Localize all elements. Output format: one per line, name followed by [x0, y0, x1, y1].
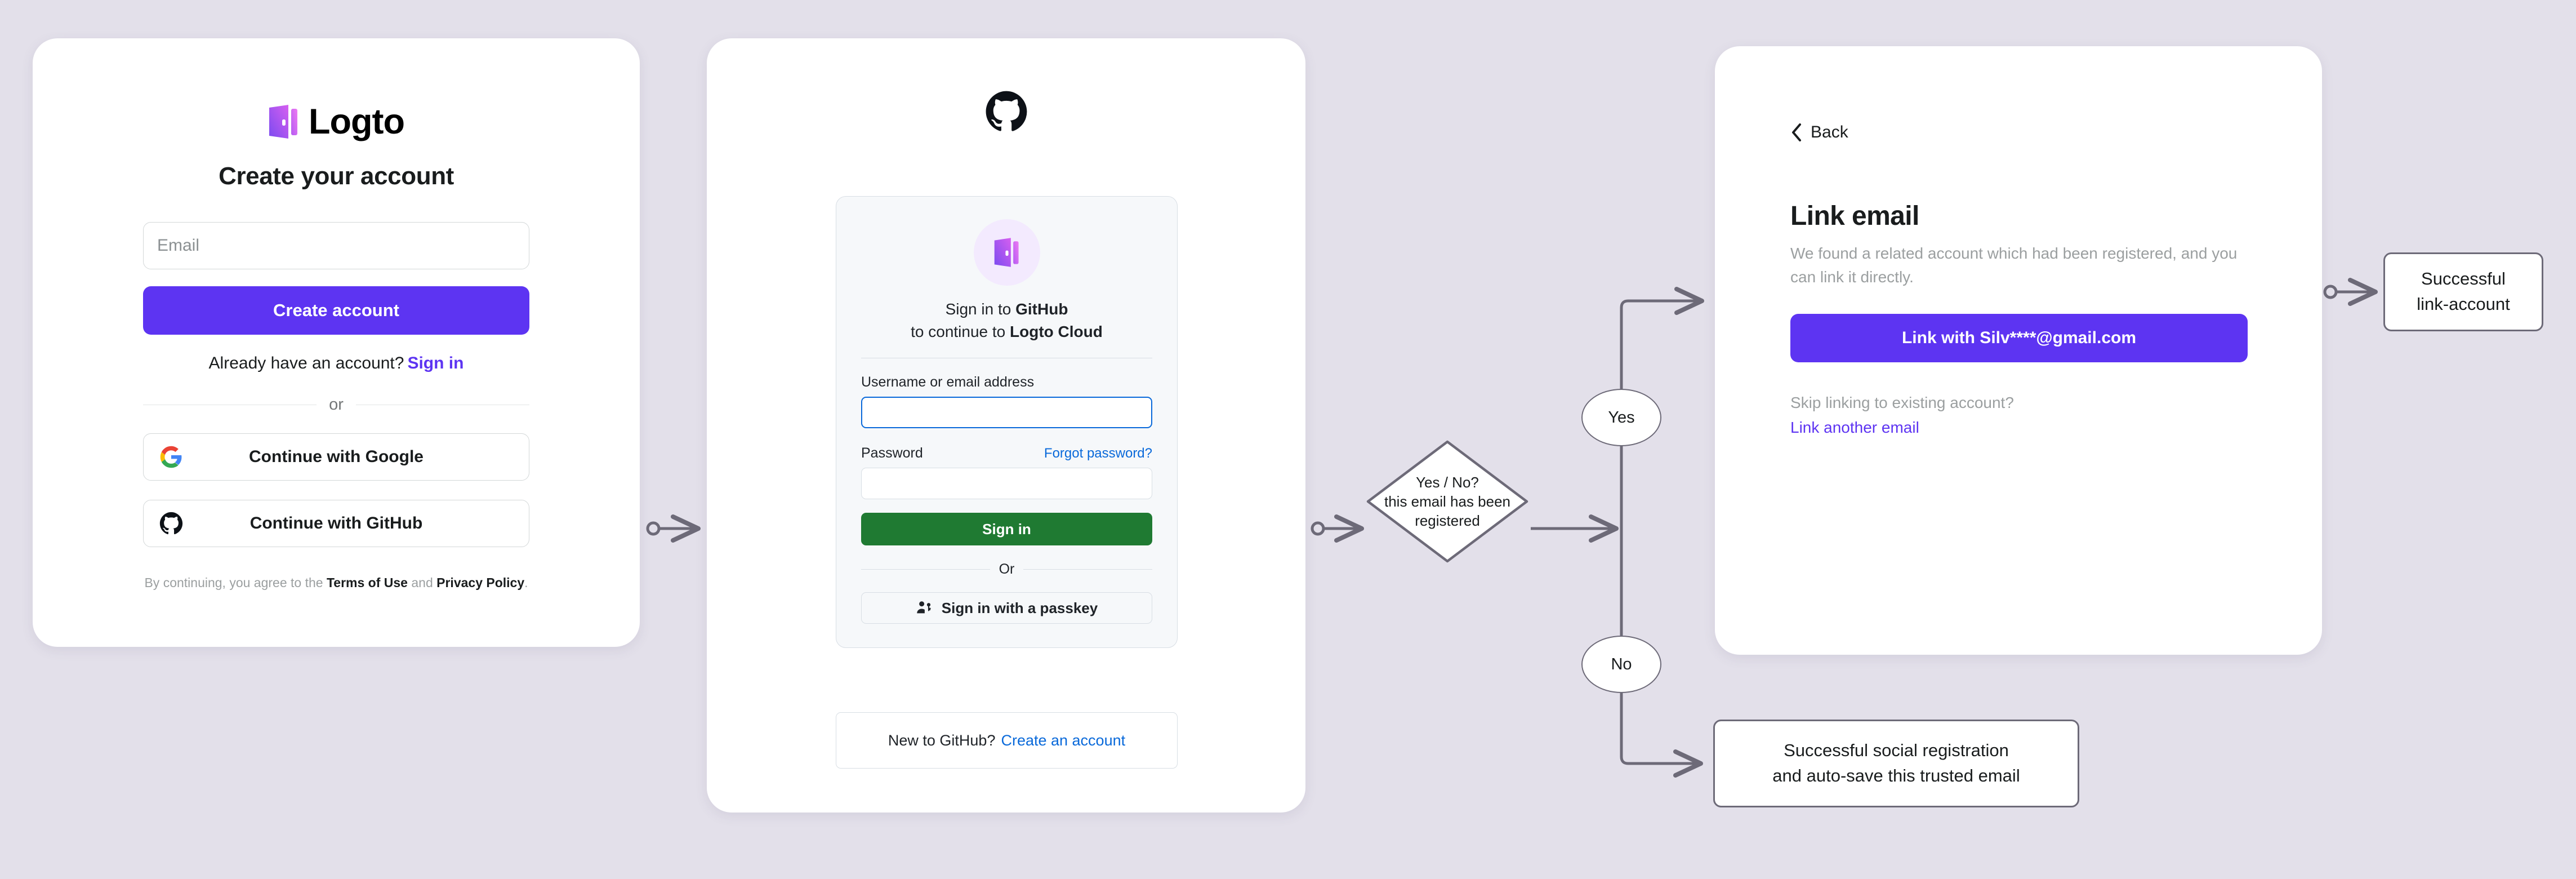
- github-divider-rule-right: [1023, 569, 1152, 570]
- logto-door-icon: [994, 238, 1019, 267]
- terms-and: and: [407, 575, 437, 590]
- already-have-account-row: Already have an account?Sign in: [143, 354, 529, 373]
- link-email-title: Link email: [1790, 201, 1919, 231]
- terms-disclaimer: By continuing, you agree to the Terms of…: [143, 573, 529, 593]
- branch-no-label: No: [1611, 655, 1632, 673]
- continue-with-github-button[interactable]: Continue with GitHub: [143, 500, 529, 547]
- logto-signup-card: Logto Create your account Email Create a…: [33, 38, 640, 647]
- or-divider: or: [143, 396, 530, 414]
- privacy-policy-link[interactable]: Privacy Policy: [436, 575, 525, 590]
- logto-door-icon: [269, 105, 298, 139]
- logto-logo: Logto: [143, 95, 529, 149]
- link-email-description: We found a related account which had bee…: [1790, 245, 2238, 286]
- terminal-link-account: Successful link-account: [2383, 252, 2543, 331]
- divider-rule-left: [143, 404, 317, 406]
- continue-with-google-button[interactable]: Continue with Google: [143, 433, 529, 481]
- already-have-account-text: Already have an account?: [208, 354, 404, 372]
- github-divider-rule-left: [861, 569, 990, 570]
- heading-line-1: Sign in to GitHub: [861, 298, 1152, 321]
- heading-app: Logto Cloud: [1010, 322, 1103, 340]
- google-icon: [160, 446, 182, 468]
- continue-with-google-label: Continue with Google: [249, 447, 424, 466]
- passkey-sign-in-button[interactable]: Sign in with a passkey: [861, 592, 1152, 624]
- connector-github-to-decision: [1311, 514, 1364, 543]
- decision-line-3: registered: [1415, 512, 1480, 530]
- connector-no-to-social-registration: [1620, 693, 1703, 778]
- skip-linking-label: Skip linking to existing account?: [1790, 394, 2014, 411]
- heading-line-2: to continue to Logto Cloud: [861, 321, 1152, 343]
- github-sign-in-button[interactable]: Sign in: [861, 513, 1152, 545]
- github-signin-heading: Sign in to GitHub to continue to Logto C…: [861, 298, 1152, 343]
- username-label: Username or email address: [861, 374, 1035, 390]
- decision-label: Yes / No? this email has been registered: [1366, 440, 1529, 563]
- terminal-social-line-2: and auto-save this trusted email: [1772, 766, 2020, 785]
- heading-provider: GitHub: [1015, 300, 1068, 318]
- connector-yes-to-link-email: [1620, 287, 1704, 389]
- github-signin-card: Sign in to GitHub to continue to Logto C…: [707, 38, 1305, 813]
- logto-wordmark: Logto: [309, 101, 405, 141]
- terminal-link-line-1: Successful: [2421, 269, 2506, 289]
- forgot-password-link[interactable]: Forgot password?: [1044, 446, 1152, 461]
- branch-yes-label: Yes: [1608, 408, 1635, 427]
- terminal-link-line-2: link-account: [2417, 294, 2510, 314]
- terms-of-use-link[interactable]: Terms of Use: [326, 575, 408, 590]
- heading-line-1-prefix: Sign in to: [945, 300, 1016, 318]
- continue-with-github-label: Continue with GitHub: [249, 514, 423, 532]
- panel-divider: [861, 357, 1152, 358]
- person-key-icon: [917, 601, 931, 614]
- link-with-email-button[interactable]: Link with Silv****@gmail.com: [1790, 314, 2248, 362]
- connector-link-email-to-success: [2323, 278, 2378, 307]
- terms-prefix: By continuing, you agree to the: [144, 575, 327, 590]
- divider-rule-right: [355, 404, 530, 406]
- back-label: Back: [1811, 123, 1848, 141]
- new-to-github-text: New to GitHub?: [888, 731, 996, 749]
- decision-line-1: Yes / No?: [1416, 473, 1479, 491]
- github-mark-icon: [986, 91, 1027, 131]
- app-avatar: [973, 219, 1040, 286]
- password-label: Password: [861, 445, 923, 461]
- signup-title: Create your account: [219, 162, 454, 190]
- create-account-button[interactable]: Create account: [143, 286, 529, 335]
- terminal-social-line-1: Successful social registration: [1784, 740, 2009, 761]
- heading-line-2-prefix: to continue to: [911, 322, 1010, 340]
- decision-diamond: Yes / No? this email has been registered: [1366, 440, 1529, 563]
- chevron-left-icon: [1792, 123, 1801, 141]
- link-email-card: Back Link email We found a related accou…: [1715, 46, 2322, 655]
- terminal-social-registration: Successful social registration and auto-…: [1713, 720, 2079, 807]
- github-icon: [159, 512, 183, 535]
- branch-yes-node: Yes: [1581, 389, 1661, 446]
- email-placeholder: Email: [157, 236, 200, 255]
- link-another-email-link[interactable]: Link another email: [1790, 419, 1919, 436]
- password-row: Password Forgot password?: [861, 445, 1152, 461]
- decision-line-2: this email has been: [1384, 492, 1511, 510]
- passkey-label: Sign in with a passkey: [941, 599, 1098, 616]
- branch-no-node: No: [1581, 636, 1661, 693]
- email-input[interactable]: Email: [143, 222, 529, 269]
- terms-suffix: .: [524, 575, 528, 590]
- back-button[interactable]: Back: [1790, 123, 1848, 142]
- create-an-account-link[interactable]: Create an account: [1001, 731, 1126, 749]
- username-input[interactable]: [861, 397, 1152, 428]
- github-or-label: Or: [999, 561, 1015, 577]
- github-signin-panel: Sign in to GitHub to continue to Logto C…: [836, 196, 1178, 648]
- password-input[interactable]: [861, 468, 1152, 499]
- github-signup-footer: New to GitHub? Create an account: [836, 712, 1178, 769]
- sign-in-link[interactable]: Sign in: [407, 354, 464, 372]
- connector-signup-to-github: [646, 514, 701, 543]
- diamond-shape: [1366, 440, 1528, 563]
- or-label: or: [329, 396, 344, 414]
- github-or-divider: Or: [861, 561, 1152, 578]
